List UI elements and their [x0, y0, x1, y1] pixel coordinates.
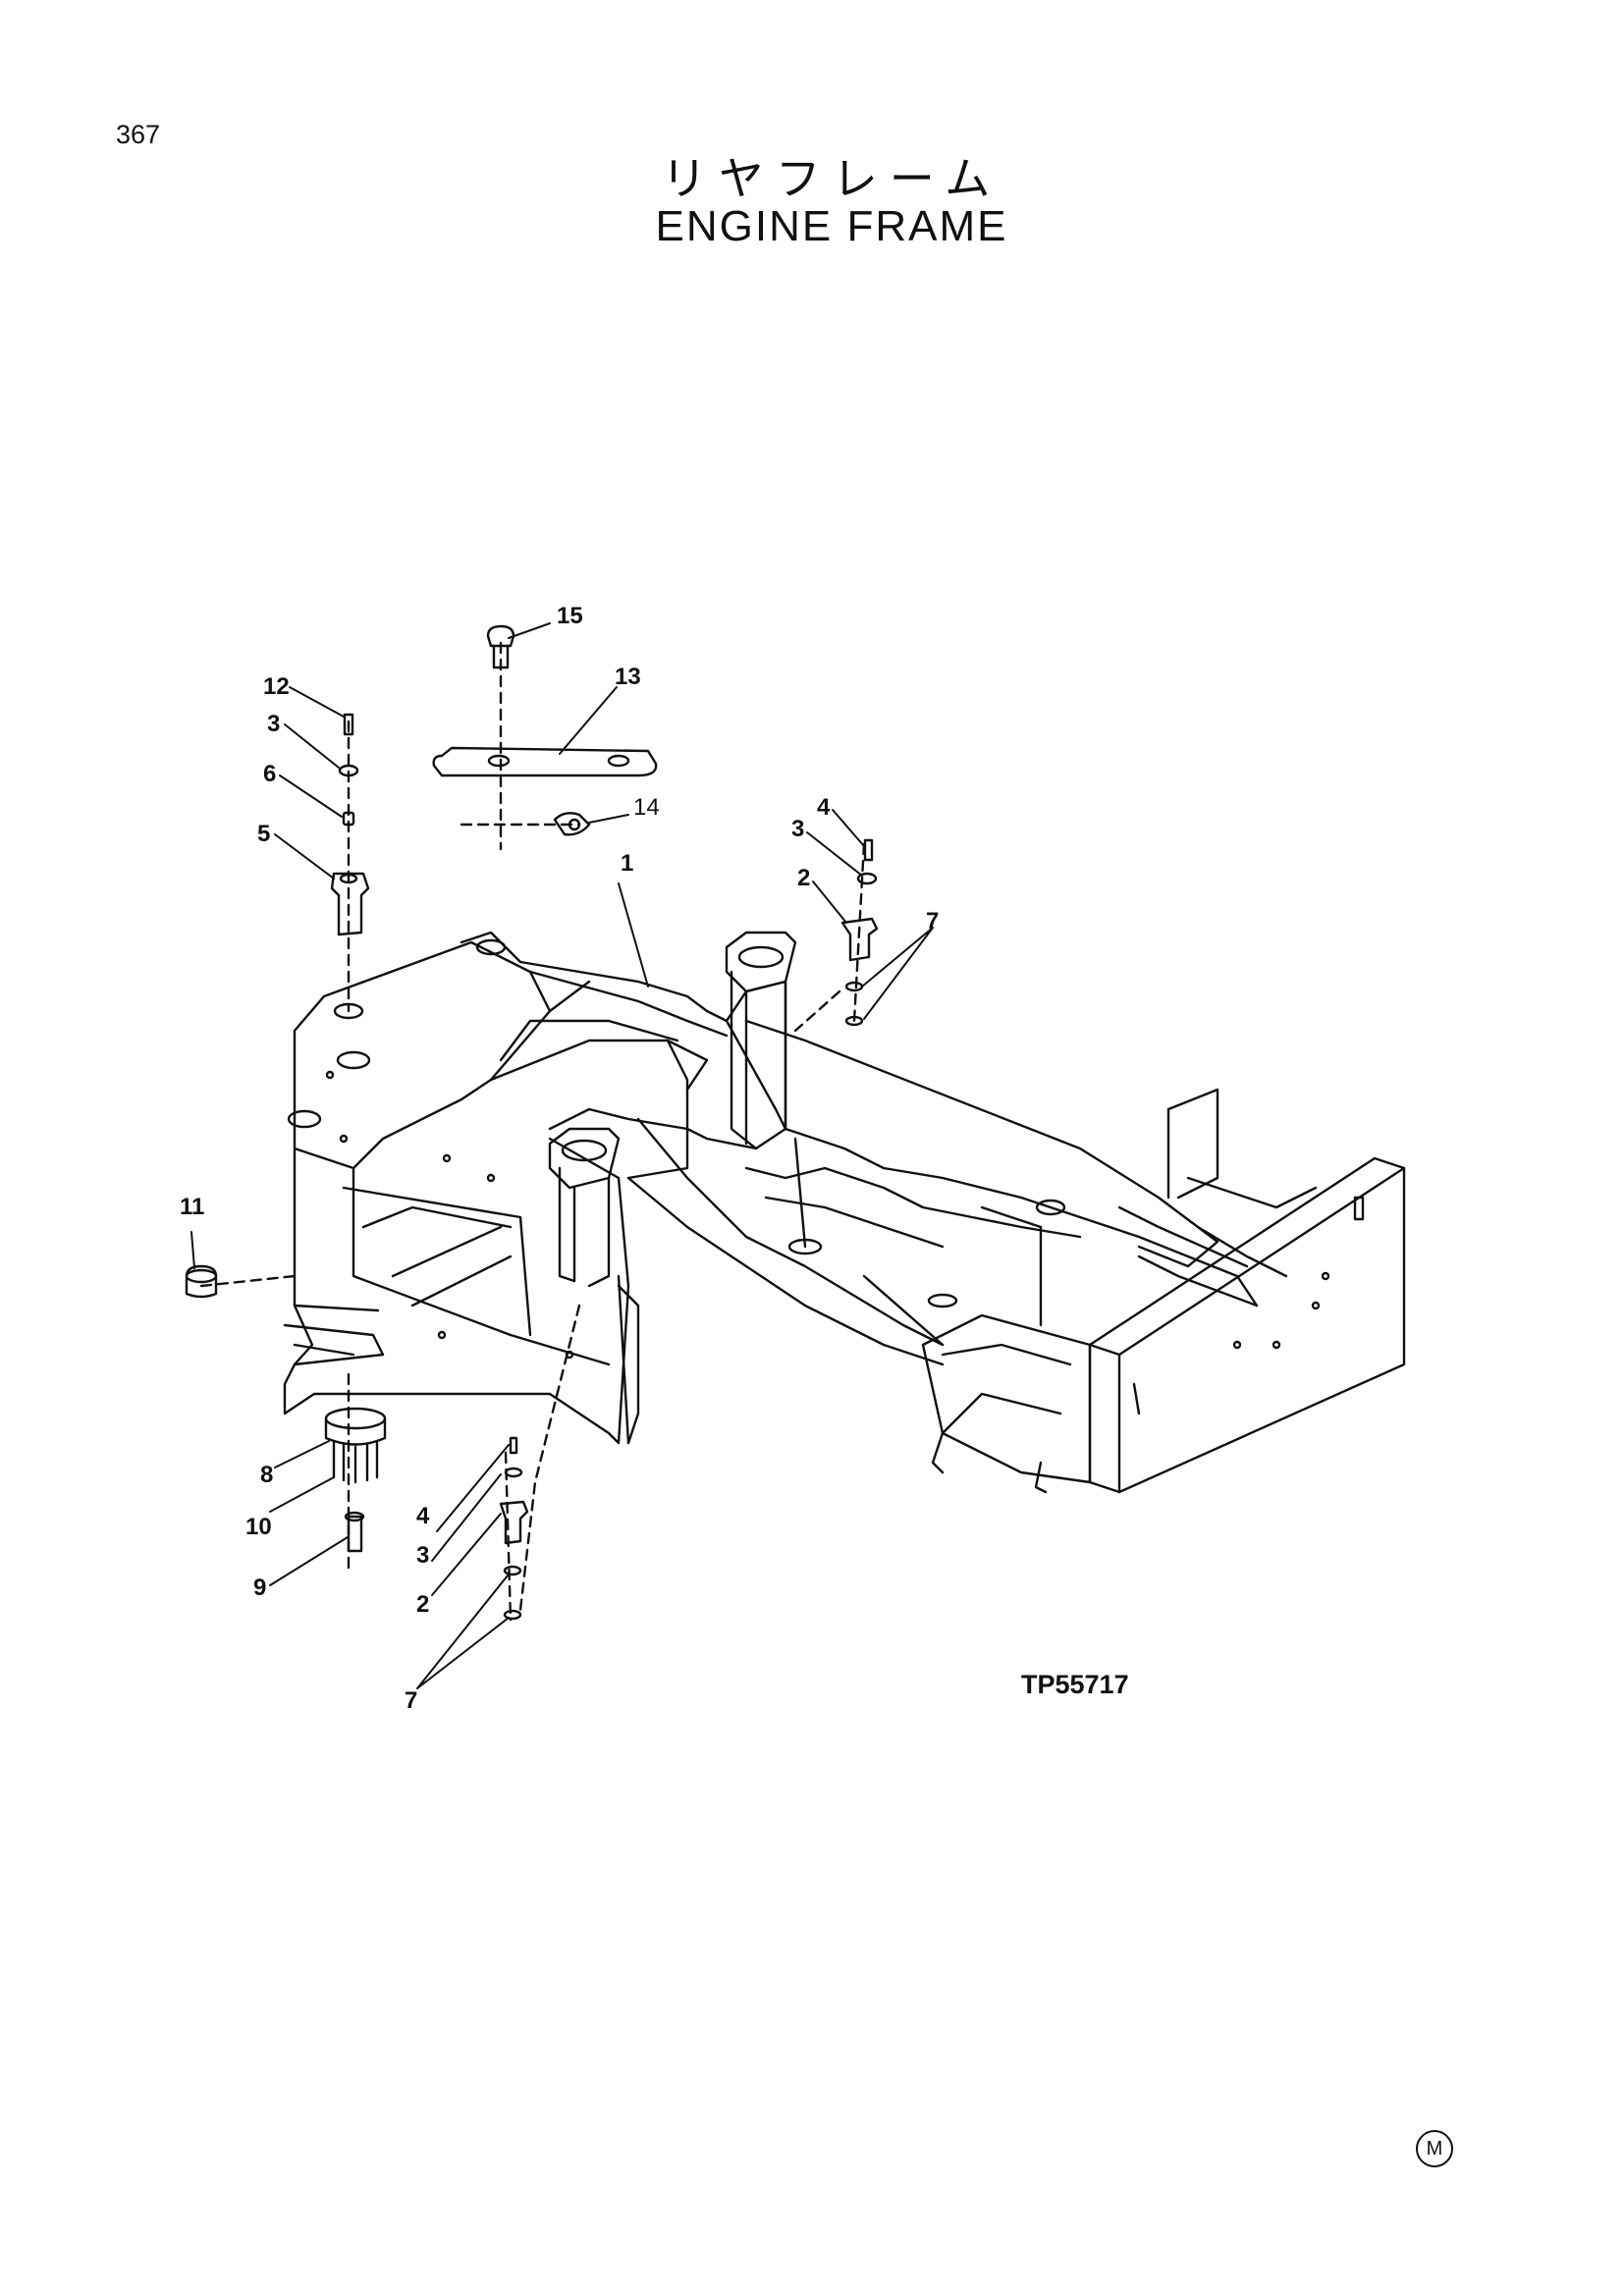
callout-15: 15 — [557, 603, 583, 629]
callout-4-bottom: 4 — [416, 1503, 430, 1529]
callout-3-bottom: 3 — [416, 1542, 429, 1569]
title-japanese: リヤフレーム — [661, 152, 1002, 205]
part-stack-bottom — [499, 1436, 529, 1621]
drawing-code: TP55717 — [1021, 1670, 1129, 1699]
callout-4-top-right: 4 — [817, 794, 831, 821]
part-stack-left-top — [330, 713, 370, 1020]
callout-9: 9 — [253, 1575, 266, 1601]
frame-mid-post — [548, 1127, 621, 1288]
frame-left-upright — [283, 940, 640, 1445]
callout-2-top-right: 2 — [797, 865, 810, 891]
page-number: 367 — [116, 120, 161, 149]
callout-2-bottom: 2 — [416, 1591, 429, 1618]
callout-7-bottom: 7 — [405, 1687, 417, 1714]
callout-11: 11 — [180, 1194, 204, 1220]
part-stack-right-top — [840, 838, 879, 1027]
callout-10: 10 — [245, 1514, 272, 1540]
callout-8: 8 — [260, 1462, 273, 1488]
callout-12: 12 — [263, 673, 290, 700]
part-stack-8-9-10 — [324, 1407, 387, 1553]
part-13-plate — [432, 746, 658, 777]
callout-5: 5 — [257, 821, 270, 847]
part-11-cap — [185, 1264, 218, 1299]
leader-lines — [190, 622, 934, 1689]
frame-front-post — [725, 931, 797, 1150]
callout-13: 13 — [615, 664, 641, 690]
callout-6: 6 — [263, 761, 276, 787]
frame-upper-deck — [460, 931, 787, 1180]
callout-3-top-left: 3 — [267, 711, 280, 737]
callout-14: 14 — [633, 794, 660, 821]
callout-1: 1 — [621, 850, 633, 877]
trademark-symbol: M — [1416, 2130, 1453, 2167]
callout-3-top-right: 3 — [791, 816, 804, 842]
part-14-bracket — [553, 812, 591, 836]
title-english: ENGINE FRAME — [655, 202, 1008, 250]
frame-center-beam — [626, 1019, 1288, 1366]
frame-holes — [287, 938, 1330, 1360]
frame-rear-box — [921, 1088, 1406, 1494]
callout-7-top-right: 7 — [926, 908, 939, 934]
